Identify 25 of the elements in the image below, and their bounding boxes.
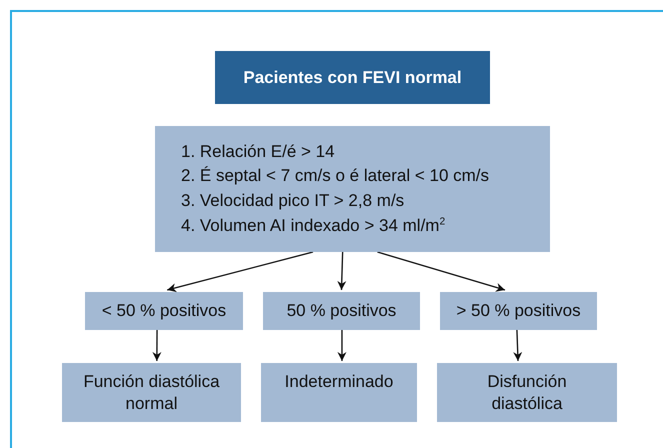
criterion-text: 4. Volumen AI indexado > 34 ml/m$^{2}$	[181, 214, 446, 237]
arrow	[167, 251, 314, 292]
box-label: < 50 % positivos	[102, 300, 226, 322]
header-box	[215, 51, 490, 104]
arrow	[377, 251, 506, 292]
arrow	[513, 330, 522, 362]
box-label: Pacientes con FEVI normal	[243, 66, 462, 88]
box-label: Función diastólica normal	[82, 371, 221, 414]
process-box	[437, 363, 617, 422]
box-label: 50 % positivos	[286, 300, 396, 322]
arrow	[337, 330, 346, 361]
process-box	[263, 292, 420, 330]
criterion-text: 3. Velocidad pico IT > 2,8 m/s	[181, 190, 404, 212]
criterion-text: 2. É septal < 7 cm/s o é lateral < 10 cm/s	[181, 165, 490, 188]
process-box	[85, 292, 243, 330]
process-box	[261, 363, 417, 422]
criteria-box	[155, 126, 550, 252]
box-label: Indeterminado	[284, 371, 394, 392]
box-label: Disfunción diastólica	[486, 371, 568, 414]
criterion-text: 1. Relación E/é > 14	[181, 140, 335, 163]
arrow	[337, 252, 346, 290]
process-box	[62, 363, 241, 422]
process-box	[440, 292, 597, 330]
box-label: > 50 % positivos	[456, 300, 581, 322]
arrow	[152, 330, 162, 361]
